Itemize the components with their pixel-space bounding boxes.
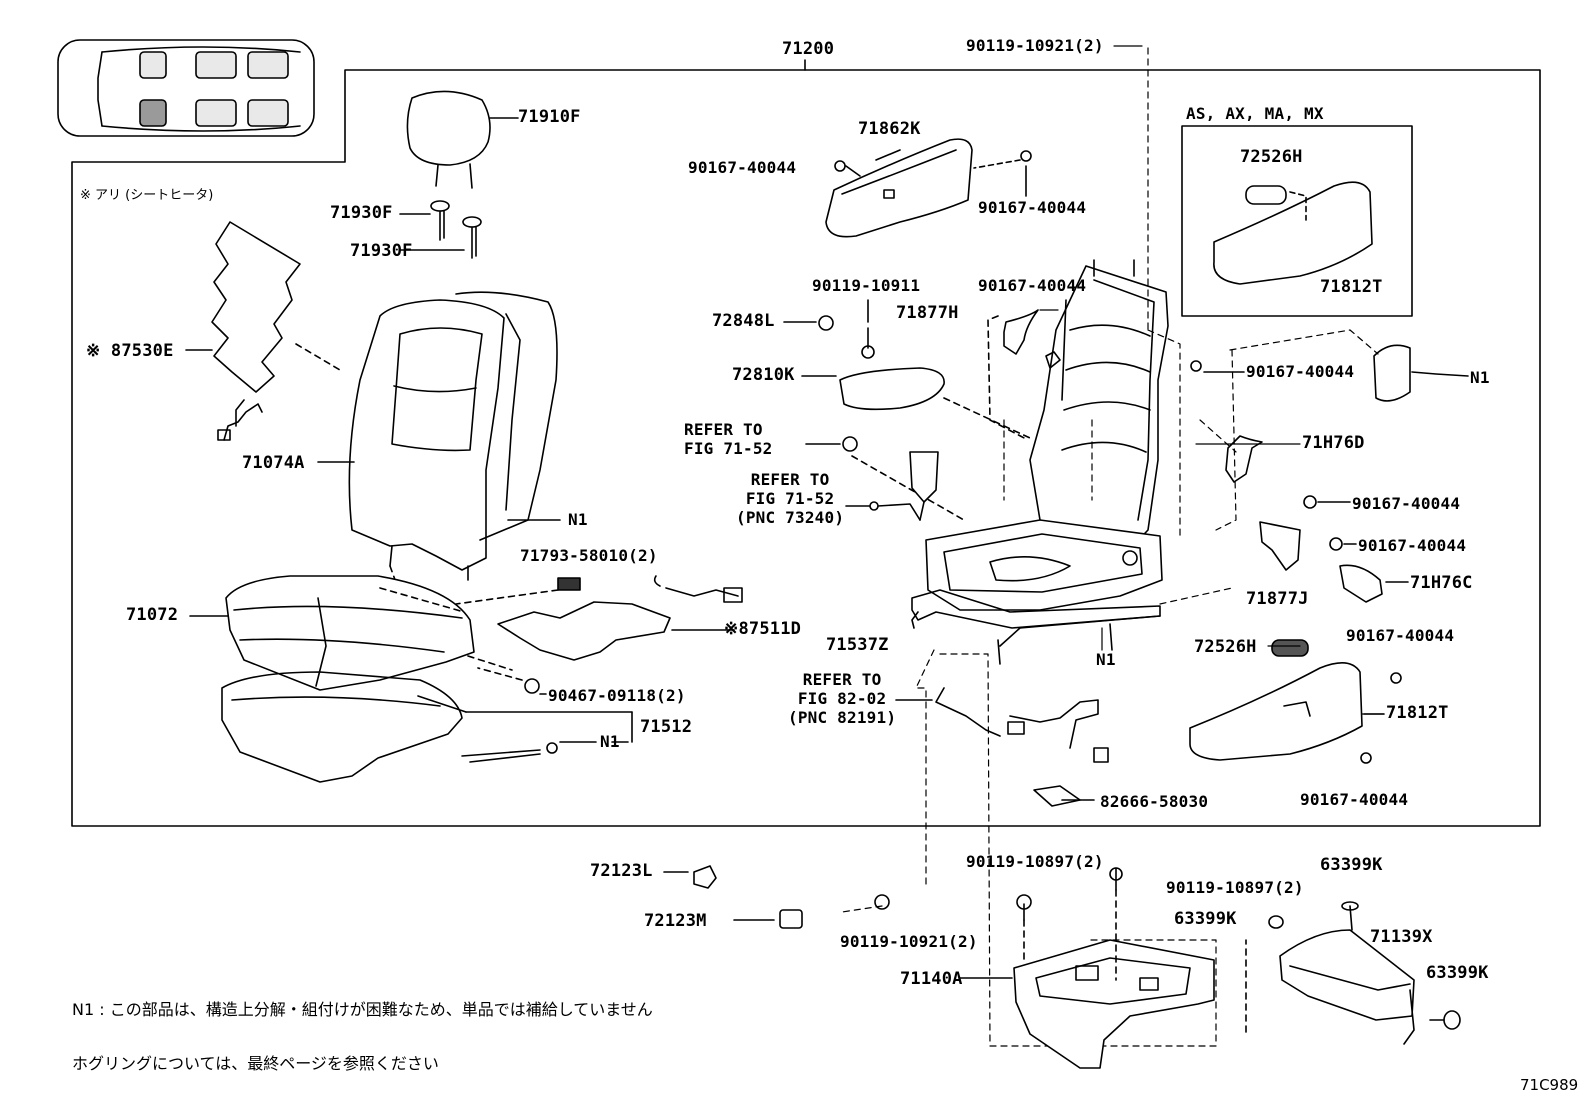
label-refer-71-52-a: REFER TO FIG 71-52 — [684, 420, 773, 458]
label-refer-71-52-b: REFER TO FIG 71-52 (PNC 73240) — [736, 470, 845, 527]
label-82666: 82666-58030 — [1100, 792, 1209, 811]
label-90167-g: 90167-40044 — [1346, 626, 1455, 645]
label-72123M: 72123M — [644, 911, 707, 931]
label-87530E: ※ 87530E — [86, 342, 174, 361]
label-90167-f: 90167-40044 — [1358, 536, 1467, 555]
label-71930F-b: 71930F — [350, 241, 413, 261]
label-90119-10897-a: 90119-10897(2) — [966, 852, 1104, 871]
label-63399K-b: 63399K — [1174, 909, 1237, 929]
label-90167-a: 90167-40044 — [688, 158, 797, 177]
label-90119-10921-bot: 90119-10921(2) — [840, 932, 978, 951]
cushion-heater-drawing — [455, 575, 743, 661]
label-refer-82-02: REFER TO FIG 82-02 (PNC 82191) — [788, 670, 897, 727]
armrest-drawing — [783, 299, 1031, 521]
variant-label: AS, AX, MA, MX — [1186, 104, 1324, 123]
label-87511D: ※87511D — [724, 620, 801, 639]
label-72526H-a: 72526H — [1240, 147, 1303, 167]
wiring-harness-drawing — [895, 687, 1109, 807]
label-71862K: 71862K — [858, 119, 921, 139]
label-71512: 71512 — [640, 717, 693, 737]
main-assembly-frame — [71, 69, 1541, 827]
marker-symbol: ※ — [724, 619, 739, 639]
label-90167-e: 90167-40044 — [1352, 494, 1461, 513]
label-90119-10897-b: 90119-10897(2) — [1166, 878, 1304, 897]
label-n1-d: N1 — [1470, 368, 1490, 387]
n1-footnote: N1 : この部品は、構造上分解・組付けが困難なため、単品では補給していません — [72, 1000, 653, 1019]
label-71074A: 71074A — [242, 453, 305, 473]
seat-cushion-drawing — [189, 575, 513, 783]
label-72810K: 72810K — [732, 365, 795, 385]
seatback-heater-drawing — [185, 221, 301, 441]
label-71H76D: 71H76D — [1302, 433, 1365, 453]
seatbelt-buckle-drawing — [845, 451, 939, 521]
label-90167-b: 90167-40044 — [978, 198, 1087, 217]
figure-code: 71C989 — [1520, 1076, 1579, 1094]
label-71H76C: 71H76C — [1410, 573, 1473, 593]
hog-ring-drawing — [417, 667, 633, 763]
label-90167-c: 90167-40044 — [978, 276, 1087, 295]
headrest-support-drawing — [399, 200, 482, 259]
label-87511D-code: 87511D — [738, 619, 802, 639]
seatback-drawing — [295, 291, 561, 595]
label-90167-h: 90167-40044 — [1300, 790, 1409, 809]
seat-frame-drawing — [911, 259, 1169, 665]
label-90119-10911: 90119-10911 — [812, 276, 921, 295]
label-71812T-a: 71812T — [1320, 277, 1383, 297]
hog-ring-footnote: ホグリングについては、最終ページを参照ください — [72, 1054, 439, 1073]
label-71139X: 71139X — [1370, 927, 1433, 947]
label-71793: 71793-58010(2) — [520, 546, 658, 565]
label-n1-b: N1 — [600, 732, 620, 751]
label-90467: 90467-09118(2) — [548, 686, 686, 705]
variant-armrest-drawing — [1213, 181, 1373, 285]
label-71930F-a: 71930F — [330, 203, 393, 223]
lower-parts-drawing — [663, 865, 1461, 1069]
label-72848L: 72848L — [712, 311, 775, 331]
label-71072: 71072 — [126, 605, 179, 625]
label-72526H-b: 72526H — [1194, 637, 1257, 657]
label-71910F: 71910F — [518, 107, 581, 127]
label-72123L: 72123L — [590, 861, 653, 881]
label-71812T-b: 71812T — [1386, 703, 1449, 723]
label-n1-a: N1 — [568, 510, 588, 529]
lower-armrest-drawing — [1189, 639, 1402, 764]
label-71877J: 71877J — [1246, 589, 1309, 609]
label-71537Z: 71537Z — [826, 635, 889, 655]
label-87530E-code: 87530E — [110, 341, 174, 361]
label-90119-10921-top: 90119-10921(2) — [966, 36, 1104, 55]
variant-box — [1181, 125, 1413, 317]
armrest-cover-drawing — [825, 138, 1032, 238]
label-90167-d: 90167-40044 — [1246, 362, 1355, 381]
label-71877H: 71877H — [896, 303, 959, 323]
label-n1-c: N1 — [1096, 650, 1116, 669]
vehicle-thumbnail-icon — [57, 39, 315, 137]
headrest-drawing — [406, 90, 519, 189]
label-71140A: 71140A — [900, 969, 963, 989]
label-71200: 71200 — [782, 39, 835, 59]
heater-option-note: ※ アリ (シートヒータ) — [80, 188, 214, 203]
marker-symbol: ※ — [86, 341, 101, 361]
label-63399K-c: 63399K — [1426, 963, 1489, 983]
label-63399K-a: 63399K — [1320, 855, 1383, 875]
